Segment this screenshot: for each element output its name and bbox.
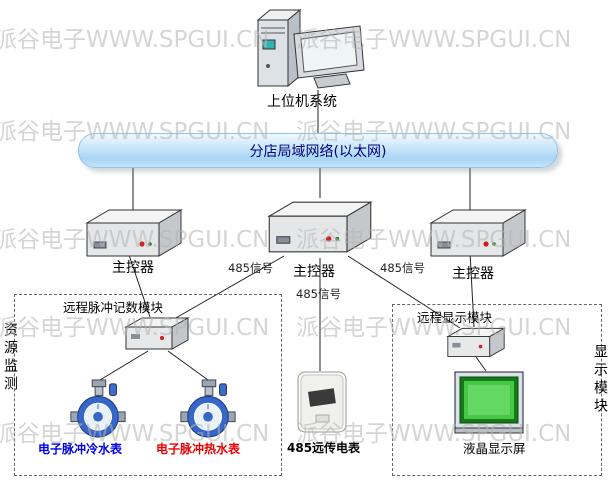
signal-label-3: 485信号 (296, 287, 341, 301)
cold-water-meter-icon (70, 379, 126, 438)
pulse-group-title: 远程脉冲记数模块 (63, 300, 164, 315)
signal-label-1: 485信号 (228, 261, 273, 275)
signal-label-2: 485信号 (380, 261, 425, 275)
controller-label-left: 主控器 (112, 260, 154, 276)
side-label-left: 资源监测 (2, 322, 18, 394)
meter485-label: 485远传电表 (287, 441, 361, 455)
hot-water-meter-icon (180, 379, 236, 438)
network-label: 分店局域网络(以太网) (249, 143, 387, 160)
controller-icon-left (85, 209, 183, 257)
display-group-title: 远程显示模块 (417, 310, 493, 325)
controller-label-right: 主控器 (452, 266, 494, 282)
lcd-label: 液晶显示屏 (463, 441, 526, 456)
controller-icon-right (429, 209, 527, 257)
host-label: 上位机系统 (267, 94, 337, 110)
display-group-box: 远程显示模块 (392, 304, 602, 476)
network-bar: 分店局域网络(以太网) (78, 133, 558, 168)
controller-label-middle: 主控器 (293, 264, 335, 280)
display-module-icon (446, 327, 506, 358)
hot-meter-label: 电子脉冲热水表 (156, 442, 241, 456)
pulse-module-icon (124, 317, 190, 350)
lcd-screen-icon (454, 371, 524, 434)
pulse-group-box: 远程脉冲记数模块 (14, 294, 282, 476)
side-label-right: 显示模块 (592, 344, 608, 416)
controller-icon-middle (267, 201, 373, 253)
cold-meter-label: 电子脉冲冷水表 (38, 442, 123, 456)
meter485-icon (297, 371, 347, 433)
host-computer-icon (256, 8, 365, 89)
